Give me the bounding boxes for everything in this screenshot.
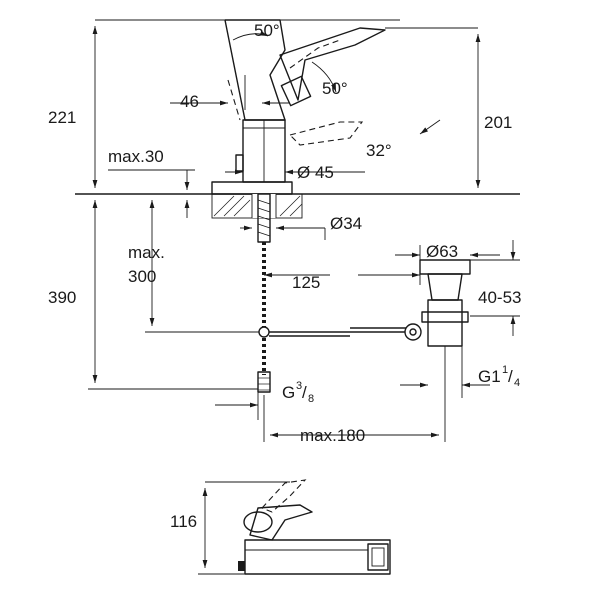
- label-lever-angle: 50°: [322, 79, 348, 98]
- label-tilt-angle: 32°: [366, 141, 392, 160]
- label-side-height: 116: [170, 512, 197, 531]
- label-waste-reach: max.180: [300, 426, 365, 445]
- side-body: [244, 539, 391, 575]
- label-waste-diameter: Ø63: [426, 242, 458, 261]
- popup-knob: [235, 154, 244, 172]
- lever-turn-ghost: [289, 39, 341, 69]
- spout-angle-arc: [232, 30, 269, 41]
- deck-hole: [252, 194, 276, 218]
- label-waste-height: 40-53: [478, 288, 521, 307]
- flexible-hose: [215, 242, 271, 420]
- waste-upper-body: [427, 273, 463, 301]
- label-lever-offset: 46: [180, 92, 199, 111]
- tilt-angle-arrow: [419, 119, 441, 135]
- label-spout-angle: 50°: [254, 21, 280, 40]
- label-connection-thread: G 3 / 8: [282, 376, 314, 405]
- lever-joint: [280, 75, 312, 107]
- lever-angle-arc: [311, 61, 337, 93]
- label-below-deck: 390: [48, 288, 76, 307]
- rod-clip: [258, 326, 270, 338]
- side-spout-aerator: [371, 547, 385, 567]
- waste-nut: [421, 311, 469, 323]
- waste-flange: [419, 259, 471, 275]
- label-hole-diameter: Ø34: [330, 214, 362, 233]
- side-popup-knob: [238, 561, 245, 571]
- label-rod-offset: 125: [292, 273, 320, 292]
- spout-ghost: [227, 79, 241, 121]
- dimension-labels: 50° 50° 32° 46 221 201 max.30 Ø 45 Ø34 m…: [48, 21, 521, 531]
- faucet-elevation: [75, 19, 520, 195]
- side-lever-hub: [243, 511, 273, 533]
- faucet-lever: [279, 27, 386, 101]
- waste-body: [427, 299, 463, 347]
- label-deck-thickness: max.30: [108, 147, 164, 166]
- faucet-side-view: [198, 479, 391, 575]
- label-total-height: 221: [48, 108, 76, 127]
- deck-section: [211, 193, 326, 243]
- side-lever: [249, 504, 313, 541]
- waste-rod-pivot: [409, 328, 417, 336]
- label-waste-thread: G1 1 / 4: [478, 360, 520, 389]
- label-hose-length-a: max.: [128, 243, 165, 262]
- upper-dimensions: [92, 19, 481, 218]
- lower-dimensions: [88, 200, 446, 442]
- faucet-base: [211, 181, 293, 195]
- side-lever-ghost: [261, 479, 307, 513]
- label-hose-length-b: 300: [128, 267, 156, 286]
- lever-tilt-ghost: [288, 121, 364, 146]
- side-spout-outlet: [367, 543, 389, 571]
- popup-waste: [395, 240, 520, 400]
- hose-connector: [257, 371, 271, 393]
- label-spout-height: 201: [484, 113, 512, 132]
- label-body-diameter: Ø 45: [297, 163, 334, 182]
- popup-rod: [258, 245, 421, 338]
